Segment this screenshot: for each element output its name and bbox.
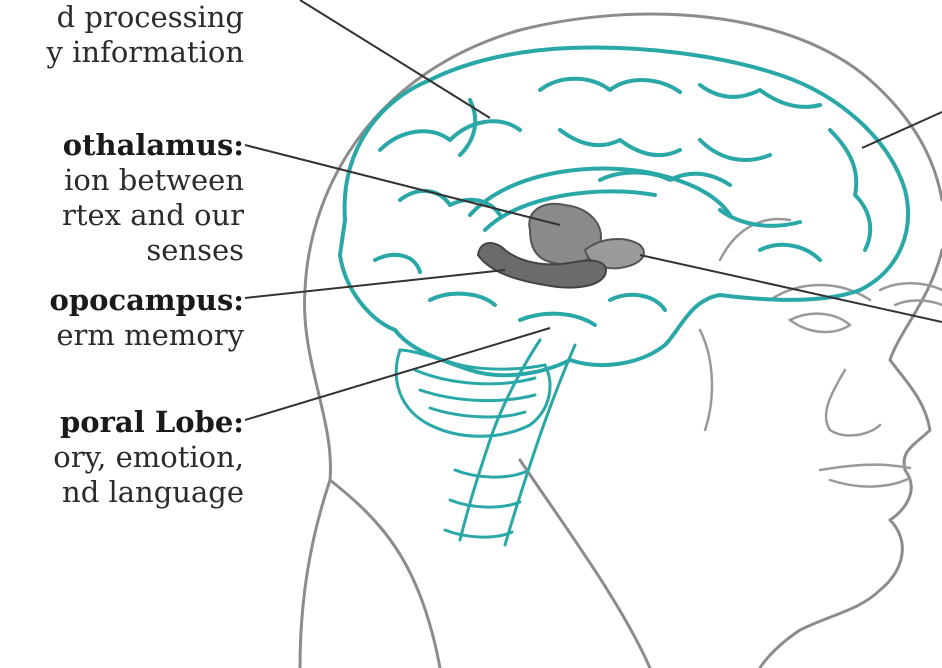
label-temporal-line1: ory, emotion, (53, 440, 244, 475)
label-thalamus-line1: ion between (62, 163, 244, 198)
label-sensory: d processing y information (47, 0, 244, 70)
label-temporal-heading: poral Lobe: (53, 405, 244, 440)
label-temporal: poral Lobe: ory, emotion, nd language (53, 405, 244, 510)
label-temporal-line2: nd language (53, 475, 244, 510)
label-hippocampus-line1: erm memory (50, 318, 245, 353)
brain-outline (340, 47, 908, 375)
leader-line-right-upper (862, 112, 942, 148)
leader-lines (245, 0, 942, 420)
label-thalamus-line3: senses (62, 233, 244, 268)
label-sensory-line2: y information (47, 35, 244, 70)
label-hippocampus: opocampus: erm memory (50, 283, 245, 353)
label-thalamus-line2: rtex and our (62, 198, 244, 233)
label-sensory-line1: d processing (47, 0, 244, 35)
label-thalamus: othalamus: ion between rtex and our sens… (62, 128, 244, 268)
labels-column: d processing y information othalamus: io… (0, 0, 250, 668)
label-hippocampus-heading: opocampus: (50, 283, 245, 318)
leader-line-right-lower (640, 255, 942, 322)
label-thalamus-heading: othalamus: (62, 128, 244, 163)
